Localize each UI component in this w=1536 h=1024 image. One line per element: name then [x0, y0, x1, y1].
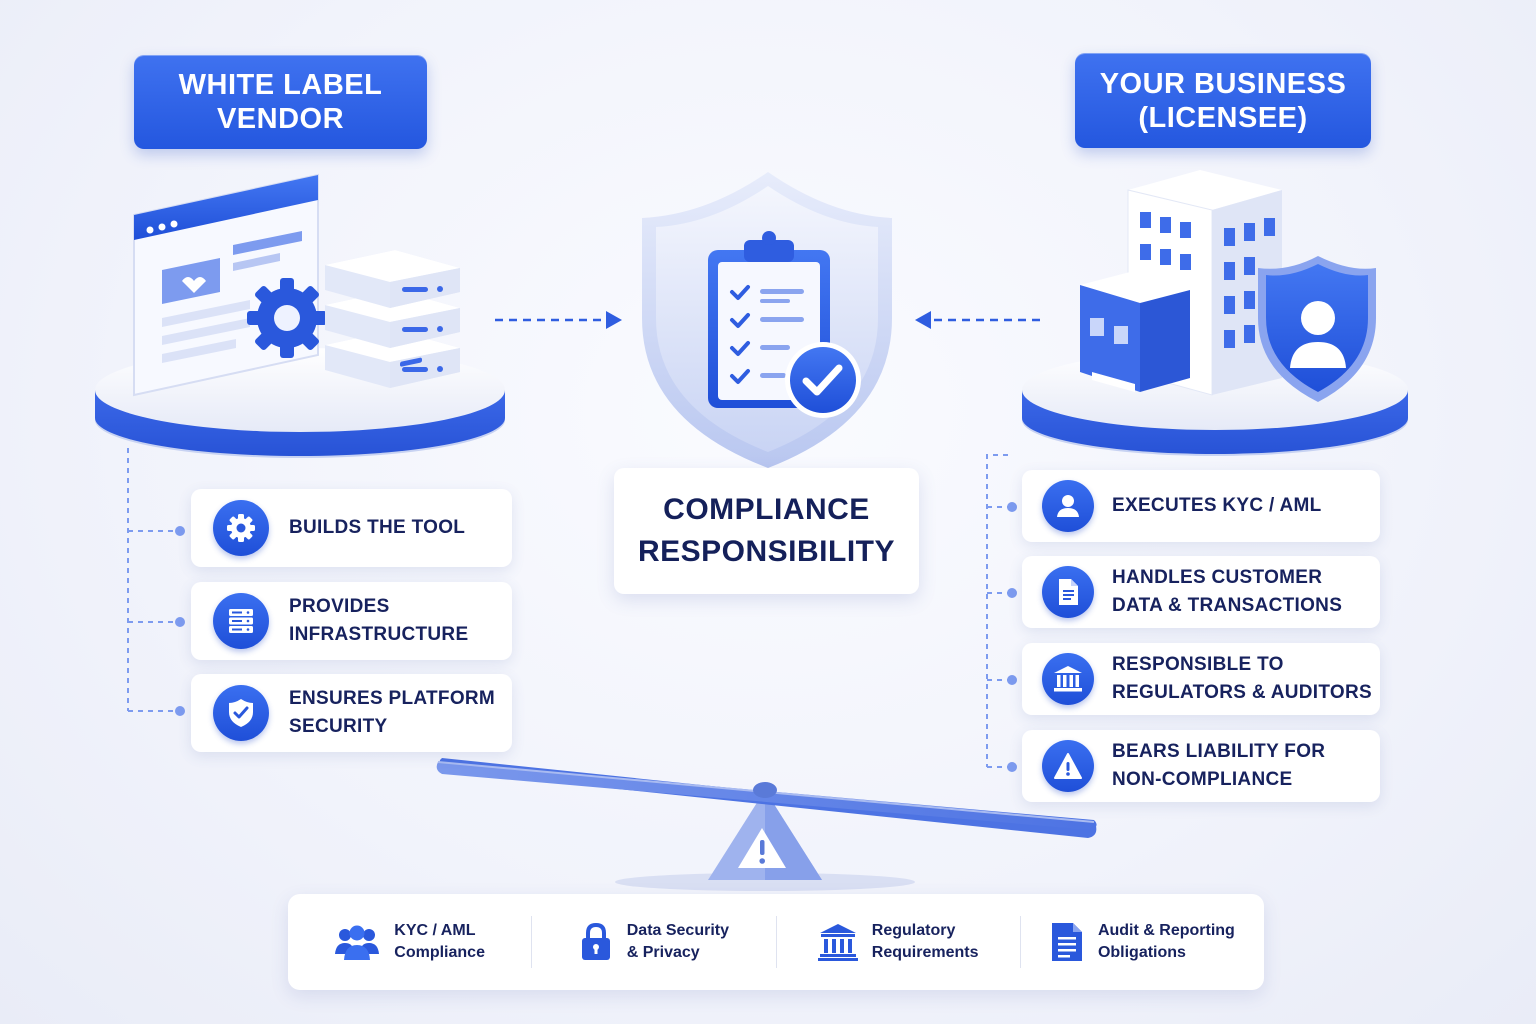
vendor-item-security: ENSURES PLATFORM SECURITY: [191, 674, 512, 752]
compliance-responsibility-box: COMPLIANCE RESPONSIBILITY: [614, 468, 919, 594]
vendor-to-center-arrow: [495, 311, 622, 329]
seesaw-balance-icon: [436, 758, 1097, 891]
connector-dot: [1007, 588, 1017, 598]
business-item-label: RESPONSIBLE TO REGULATORS & AUDITORS: [1112, 654, 1372, 703]
business-item-label: BEARS LIABILITY FOR NON-COMPLIANCE: [1112, 741, 1326, 790]
warning-icon: [1042, 740, 1094, 792]
compliance-areas-bar: KYC / AML Compliance Data Security & Pri…: [288, 894, 1264, 990]
vendor-item-label: BUILDS THE TOOL: [289, 517, 466, 538]
user-shield-icon: [1258, 256, 1376, 402]
connector-dot: [175, 617, 185, 627]
connector-dot: [175, 706, 185, 716]
bank-icon: [817, 924, 858, 961]
business-item-label: HANDLES CUSTOMER DATA & TRANSACTIONS: [1112, 567, 1343, 616]
center-title-line2: RESPONSIBILITY: [637, 535, 896, 568]
bottom-item-label: KYC / AML Compliance: [394, 922, 485, 961]
vendor-connector-lines: [127, 448, 176, 712]
server-stack-icon: [325, 250, 460, 388]
business-item-kyc: EXECUTES KYC / AML: [1022, 470, 1380, 542]
lock-icon: [581, 922, 610, 960]
connector-dot: [1007, 502, 1017, 512]
office-building-icon: [1080, 170, 1282, 396]
vendor-item-builds-tool: BUILDS THE TOOL: [191, 489, 512, 567]
connector-dot: [175, 526, 185, 536]
bottom-item-audit: Audit & Reporting Obligations: [1021, 916, 1264, 968]
business-item-customer-data: HANDLES CUSTOMER DATA & TRANSACTIONS: [1022, 556, 1380, 628]
business-item-label: EXECUTES KYC / AML: [1112, 495, 1322, 516]
connector-dot: [1007, 762, 1017, 772]
bottom-item-kyc-aml: KYC / AML Compliance: [288, 916, 533, 968]
checkmark-badge-icon: [785, 342, 861, 418]
bottom-item-data-security: Data Security & Privacy: [532, 916, 777, 968]
business-title-badge: YOUR BUSINESS (LICENSEE): [1075, 53, 1371, 148]
shield-check-icon: [213, 685, 269, 741]
vendor-item-infrastructure: PROVIDES INFRASTRUCTURE: [191, 582, 512, 660]
bank-icon: [1042, 653, 1094, 705]
vendor-item-label: PROVIDES INFRASTRUCTURE: [289, 596, 469, 645]
report-icon: [1051, 923, 1082, 961]
bottom-item-label: Regulatory Requirements: [871, 922, 979, 961]
document-icon: [1042, 566, 1094, 618]
business-title-line1: YOUR BUSINESS: [1099, 67, 1347, 100]
bottom-item-label: Audit & Reporting Obligations: [1097, 922, 1235, 961]
user-icon: [1042, 480, 1094, 532]
gear-icon: [213, 500, 269, 556]
users-group-icon: [335, 925, 380, 960]
vendor-title-badge: WHITE LABEL VENDOR: [134, 55, 427, 149]
center-title-line1: COMPLIANCE: [663, 493, 870, 526]
bottom-item-regulatory: Regulatory Requirements: [777, 916, 1021, 968]
vendor-title-line1: WHITE LABEL: [178, 69, 383, 101]
server-icon: [213, 593, 269, 649]
business-item-regulators: RESPONSIBLE TO REGULATORS & AUDITORS: [1022, 643, 1380, 715]
vendor-item-label: ENSURES PLATFORM SECURITY: [289, 688, 496, 737]
vendor-title-line2: VENDOR: [216, 103, 345, 135]
connector-dot: [1007, 675, 1017, 685]
bottom-item-label: Data Security & Privacy: [626, 922, 729, 961]
gear-icon: [247, 278, 327, 358]
business-item-liability: BEARS LIABILITY FOR NON-COMPLIANCE: [1022, 730, 1380, 802]
business-connector-lines: [986, 454, 1008, 768]
business-title-line2: (LICENSEE): [1138, 101, 1308, 134]
business-to-center-arrow: [915, 311, 1040, 329]
